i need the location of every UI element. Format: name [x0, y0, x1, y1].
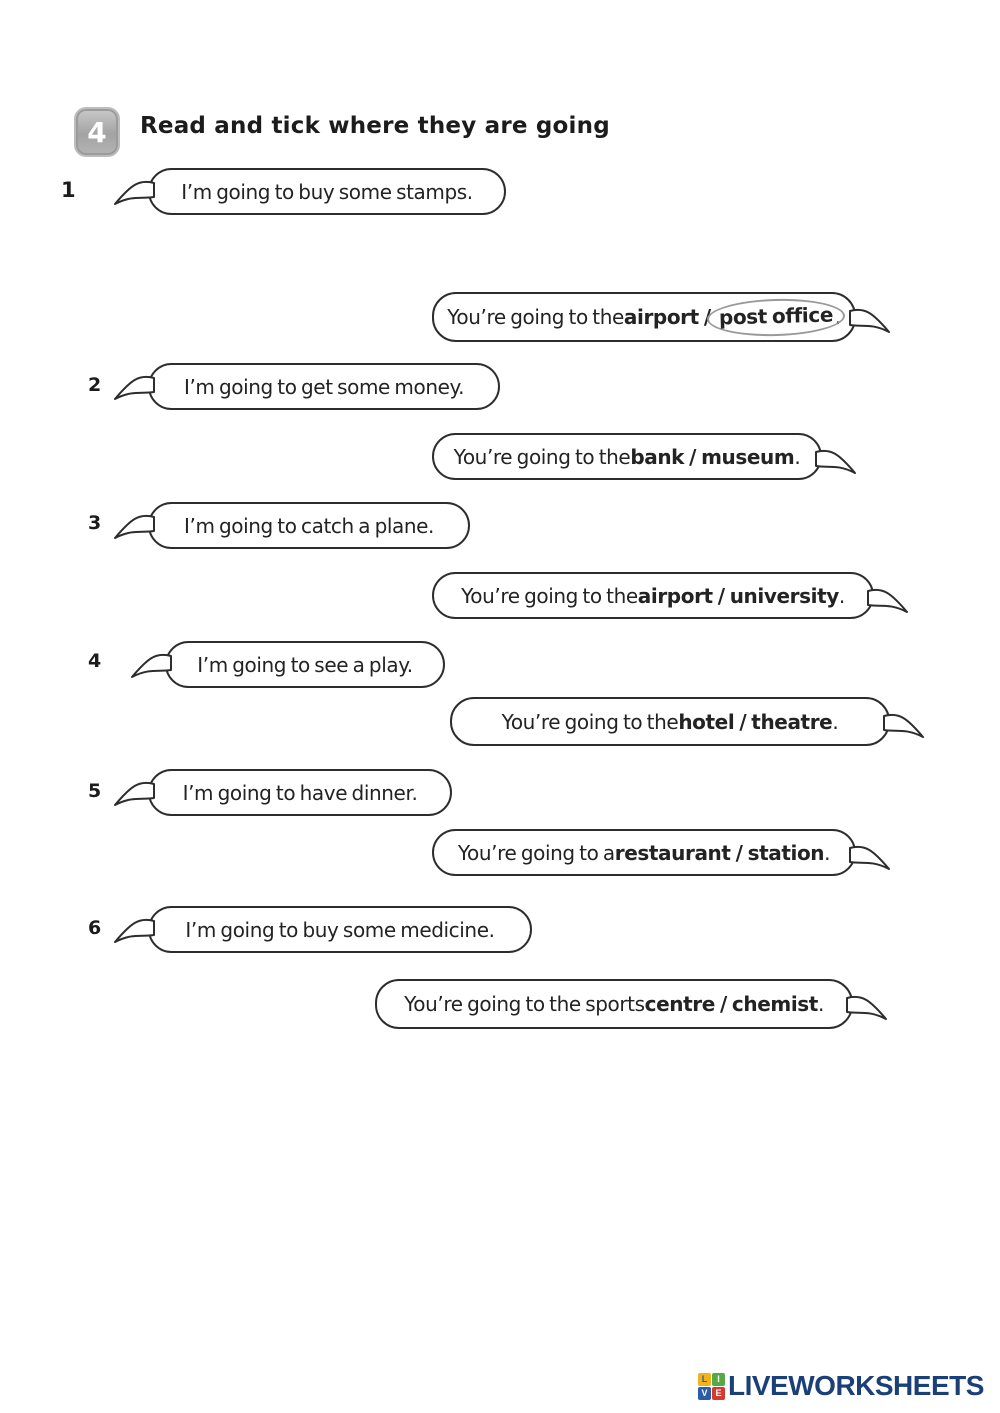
- bubble-tail-right-icon: [815, 449, 856, 474]
- bubble-text: .: [794, 444, 801, 469]
- speech-bubble-left: I’m going to buy some stamps.: [114, 168, 506, 215]
- bubble-text: I’m going to see a play.: [197, 652, 413, 677]
- bubble-text: .: [824, 840, 831, 865]
- choice-words[interactable]: airport / university: [637, 583, 839, 608]
- bubble-text: You’re going to a: [457, 840, 615, 865]
- choice-words[interactable]: centre / chemist: [644, 992, 819, 1016]
- bubble-tail-right-icon: [867, 588, 908, 613]
- item-number: 5: [88, 780, 102, 802]
- item-number: 2: [88, 374, 102, 396]
- speech-bubble-right: You’re going to the bank / museum.: [432, 433, 856, 480]
- bubble-tail-left-icon: [131, 653, 172, 678]
- bubble-tail-right-icon: [846, 995, 887, 1020]
- item-number: 4: [88, 650, 102, 672]
- choice-words[interactable]: post office: [718, 302, 834, 329]
- bubble-text: I’m going to buy some medicine.: [185, 917, 495, 942]
- bubble-text: You’re going to the: [453, 444, 631, 469]
- speech-bubble-left: I’m going to buy some medicine.: [114, 906, 532, 953]
- item-number: 3: [88, 512, 102, 534]
- choice-words[interactable]: airport /: [623, 305, 711, 329]
- bubble-text: I’m going to catch a plane.: [183, 513, 435, 538]
- speech-bubble-right: You’re going to a restaurant / station.: [432, 829, 890, 876]
- answer-circle[interactable]: post office: [706, 296, 846, 338]
- speech-bubble-left: I’m going to get some money.: [114, 363, 500, 410]
- exercise-title: Read and tick where they are going: [140, 113, 610, 139]
- bubble-text: I’m going to get some money.: [183, 374, 465, 399]
- choice-words[interactable]: restaurant / station: [614, 840, 825, 865]
- bubble-tail-left-icon: [114, 781, 155, 806]
- exercise-number-badge: 4: [74, 107, 120, 157]
- liveworksheets-logo[interactable]: L I V E LIVEWORKSHEETS: [698, 1370, 984, 1402]
- bubble-text: .: [817, 992, 824, 1016]
- bubble-text: .: [832, 709, 839, 734]
- logo-text: LIVEWORKSHEETS: [728, 1370, 984, 1401]
- logo-tile-l: L: [698, 1372, 711, 1386]
- bubble-tail-left-icon: [114, 180, 155, 205]
- bubble-text: You’re going to the: [461, 583, 638, 608]
- bubble-tail-left-icon: [114, 918, 155, 943]
- bubble-tail-left-icon: [114, 375, 155, 400]
- bubble-text: You’re going to the: [447, 305, 624, 329]
- bubble-text: .: [838, 583, 845, 608]
- bubble-text: You’re going to the: [501, 709, 679, 734]
- speech-bubble-left: I’m going to see a play.: [131, 641, 445, 688]
- speech-bubble-right: You’re going to the sports centre / chem…: [375, 979, 887, 1029]
- bubble-text: .: [834, 305, 841, 329]
- choice-words[interactable]: hotel / theatre: [678, 709, 833, 734]
- speech-bubble-right: You’re going to the hotel / theatre.: [450, 697, 924, 746]
- item-number: 1: [61, 178, 76, 202]
- bubble-text: I’m going to have dinner.: [182, 780, 418, 805]
- bubble-tail-right-icon: [849, 308, 890, 333]
- speech-bubble-left: I’m going to catch a plane.: [114, 502, 470, 549]
- logo-tile-e: E: [712, 1386, 725, 1400]
- item-number: 6: [88, 917, 102, 939]
- choice-words[interactable]: bank / museum: [630, 444, 795, 469]
- speech-bubble-right: You’re going to the airport / university…: [432, 572, 908, 619]
- logo-tile-i: I: [712, 1372, 725, 1386]
- bubble-tail-left-icon: [114, 514, 155, 539]
- logo-tile-v: V: [698, 1386, 711, 1400]
- bubble-text: I’m going to buy some stamps.: [181, 179, 473, 204]
- liveworksheets-logo-icon: L I V E: [698, 1372, 725, 1400]
- bubble-tail-right-icon: [883, 713, 924, 738]
- speech-bubble-left: I’m going to have dinner.: [114, 769, 452, 816]
- speech-bubble-right: You’re going to the airport / post offic…: [432, 292, 890, 342]
- bubble-tail-right-icon: [849, 845, 890, 870]
- bubble-text: You’re going to the sports: [404, 992, 645, 1016]
